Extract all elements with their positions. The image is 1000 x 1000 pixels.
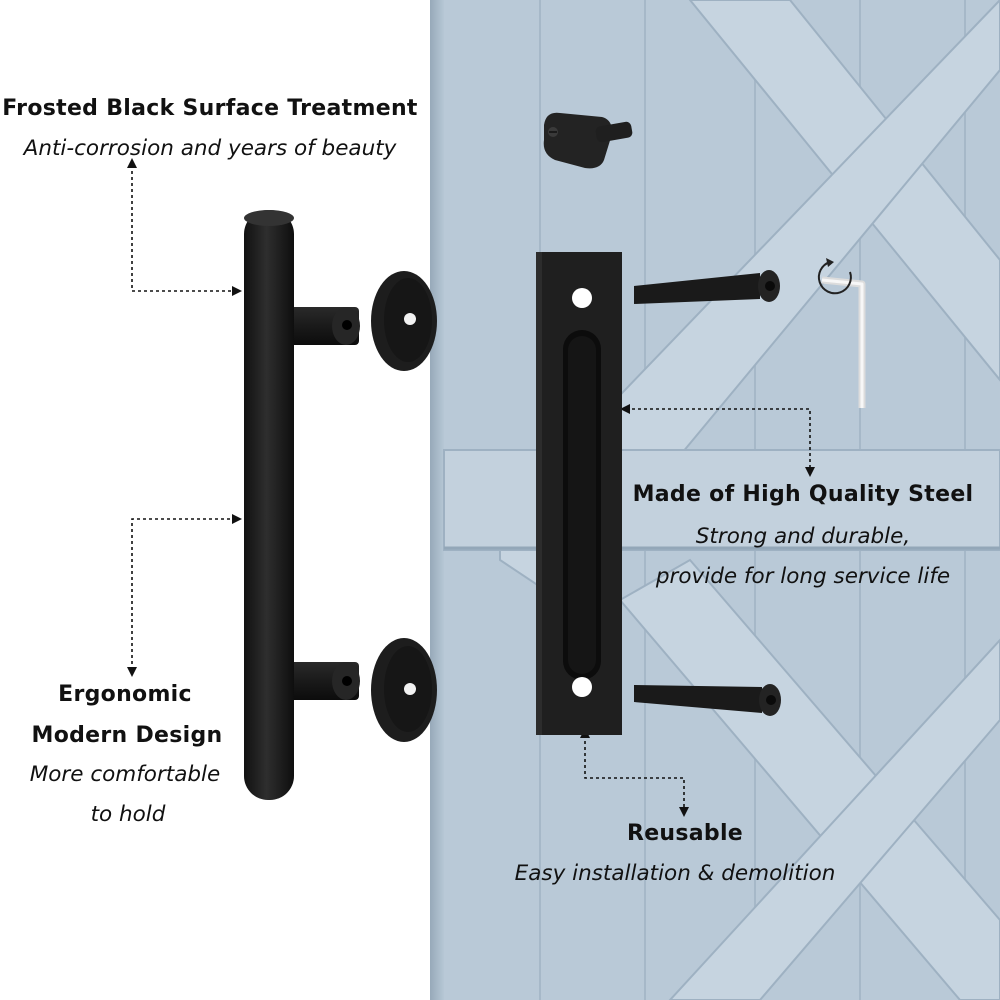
- round-washers: [371, 271, 437, 742]
- design-title-line2: Modern Design: [31, 723, 223, 748]
- reuse-title: Reusable: [626, 821, 744, 846]
- design-subtitle-line1: More comfortable: [29, 762, 221, 787]
- design-subtitle-line2: to hold: [90, 802, 166, 827]
- bar-pull-handle: [244, 210, 360, 800]
- mounting-screws: [634, 270, 781, 716]
- leader-lines: [131, 165, 811, 810]
- surface-subtitle: Anti-corrosion and years of beauty: [23, 136, 397, 161]
- latch-hook: [543, 112, 633, 169]
- allen-key: [817, 258, 866, 408]
- surface-title: Frosted Black Surface Treatment: [2, 96, 418, 121]
- material-subtitle-line1: Strong and durable,: [695, 524, 911, 549]
- material-subtitle-line2: provide for long service life: [655, 564, 951, 589]
- design-title-line1: Ergonomic: [58, 682, 192, 707]
- material-title: Made of High Quality Steel: [632, 482, 974, 507]
- reuse-subtitle: Easy installation & demolition: [514, 861, 836, 886]
- flush-pull-plate: [536, 252, 622, 735]
